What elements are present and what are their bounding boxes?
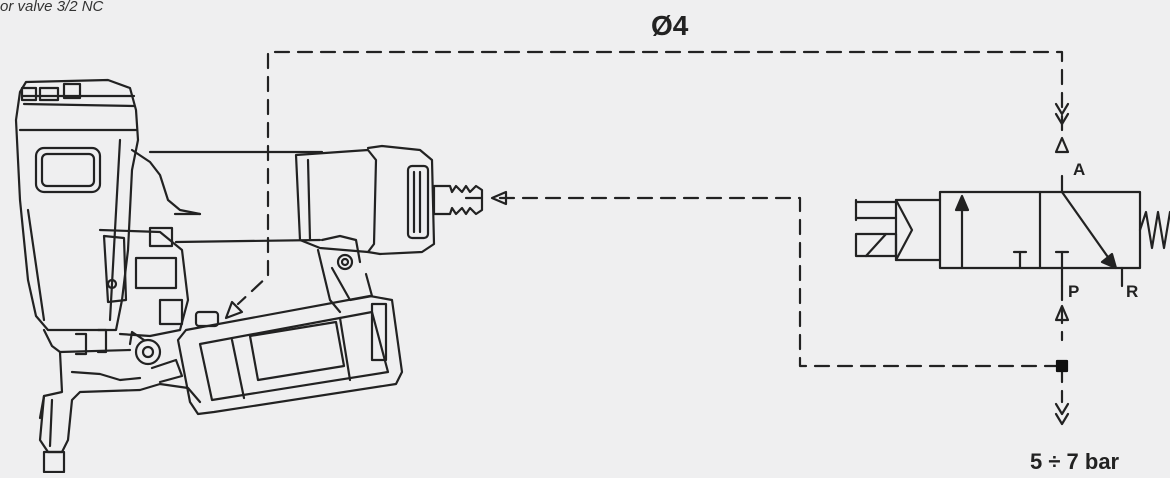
- signal-tube: [236, 50, 1064, 306]
- port-label-r: R: [1126, 282, 1139, 301]
- spring-return-icon: [1138, 210, 1170, 250]
- tube-lines: [236, 50, 1064, 404]
- port-label-a: A: [1073, 160, 1086, 179]
- valve-3-2-nc-symbol-icon: [854, 174, 1170, 288]
- port-arrow-a: [1054, 136, 1070, 154]
- supply-pressure-label: 5 ÷ 7 bar: [1030, 449, 1120, 474]
- tube-diameter-label: Ø4: [651, 10, 689, 41]
- tube-arrow-head: [490, 190, 508, 206]
- coil-nailer-icon: [14, 78, 484, 474]
- junction-node: [1055, 359, 1069, 373]
- solenoid-actuator-icon: [854, 198, 942, 262]
- port-arrow-p: [1054, 304, 1070, 322]
- port-label-p: P: [1068, 282, 1080, 301]
- tube-arrow-head: [224, 300, 244, 320]
- quick-coupling-icon: [1054, 102, 1070, 426]
- diagram-caption: or valve 3/2 NC: [0, 0, 104, 15]
- supply-tube: [498, 196, 1064, 368]
